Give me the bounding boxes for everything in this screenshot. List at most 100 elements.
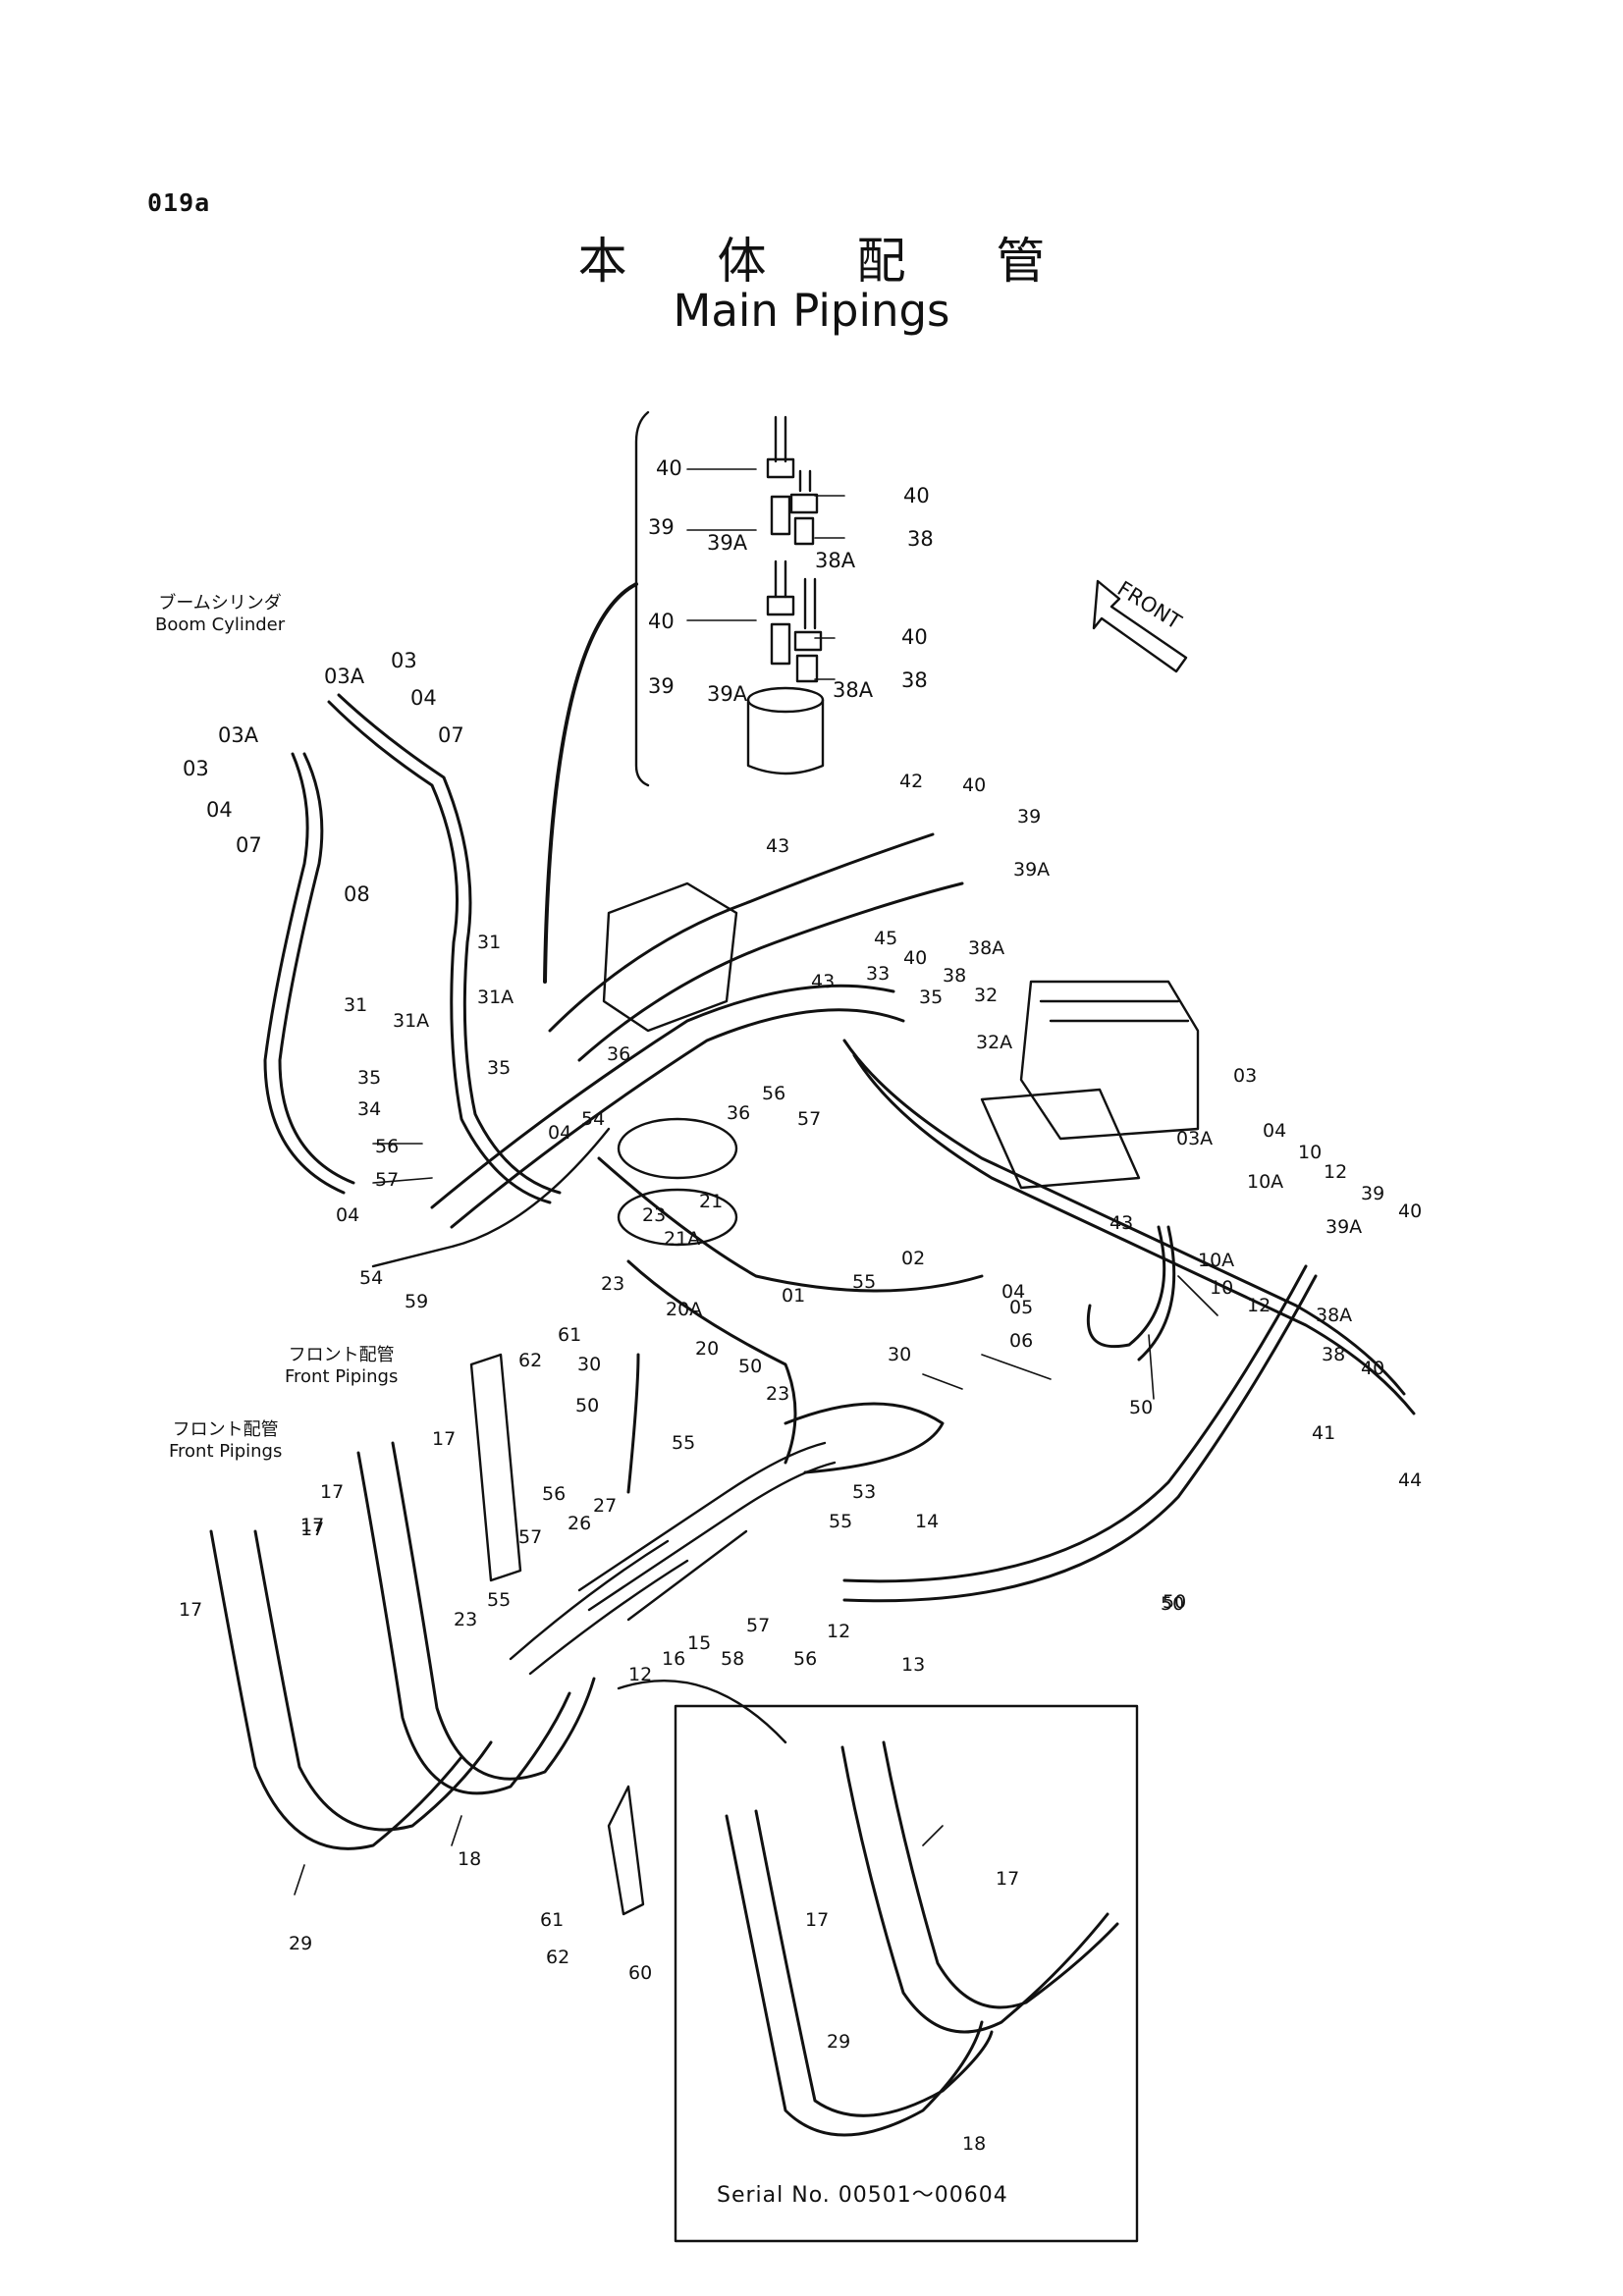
label-44: 44: [1398, 1469, 1422, 1491]
label-20A: 20A: [666, 1299, 702, 1320]
label-62-a: 62: [518, 1350, 542, 1371]
title-english: Main Pipings: [673, 285, 950, 337]
label-30-b: 30: [888, 1344, 911, 1365]
label-60: 60: [628, 1962, 652, 1984]
label-30-a: 30: [577, 1354, 601, 1375]
label-55-d: 55: [487, 1589, 511, 1611]
label-04-c: 04: [548, 1122, 571, 1144]
label-23-b: 23: [601, 1273, 624, 1295]
label-27: 27: [593, 1495, 617, 1517]
label-boom-08: 08: [344, 882, 370, 906]
front-hoses: [209, 1441, 596, 1850]
label-boom-07-b: 07: [438, 723, 464, 747]
label-12-a: 12: [1324, 1161, 1347, 1183]
label-62-b: 62: [546, 1947, 569, 1968]
front-pipings-caption-1-jp: フロント配管: [288, 1345, 395, 1365]
label-boom-07-a: 07: [236, 833, 262, 857]
detail-fittings: [746, 415, 825, 775]
label-17-b: 17: [320, 1481, 344, 1503]
label-12-c: 12: [827, 1621, 850, 1642]
label-54-a: 54: [581, 1108, 605, 1130]
label-boom-04-b: 04: [206, 798, 233, 822]
label-10A-a: 10A: [1247, 1171, 1283, 1193]
label-38A-c: 38A: [968, 937, 1004, 959]
label-04-f: 04: [1263, 1120, 1286, 1142]
label-17-d: 17: [179, 1599, 202, 1621]
serial-note: Serial No. 00501～00604: [717, 2183, 1008, 2208]
label-50-b: 50: [1161, 1593, 1184, 1615]
label-26: 26: [568, 1513, 591, 1534]
label-10-a: 10: [1298, 1142, 1322, 1163]
label-57-a: 57: [797, 1108, 821, 1130]
label-06: 06: [1009, 1330, 1033, 1352]
label-50-e: 50: [1163, 1591, 1186, 1613]
label-55-a: 55: [852, 1271, 876, 1293]
label-61-b: 61: [540, 1909, 564, 1931]
label-detail-39A-b: 39A: [707, 682, 748, 706]
label-53: 53: [852, 1481, 876, 1503]
label-21A: 21A: [664, 1228, 700, 1250]
boom-labels: 03 03A 04 03A 03 04 07 07 08: [183, 649, 464, 906]
label-boom-03-a: 03: [391, 649, 417, 672]
front-pipings-caption-2-en: Front Pipings: [169, 1441, 283, 1462]
label-detail-38-a: 38: [907, 527, 934, 551]
label-32: 32: [974, 985, 998, 1006]
label-23-d: 23: [454, 1609, 477, 1630]
label-02: 02: [901, 1248, 925, 1269]
boom-cylinder-caption: ブームシリンダ Boom Cylinder: [155, 593, 285, 636]
detail-bracket: [634, 410, 650, 787]
label-61-a: 61: [558, 1324, 581, 1346]
label-39-c: 39: [1017, 806, 1041, 828]
lower-labels: 59 61 62 23 30 50 30 50 23 55 53 55 14 1…: [405, 1273, 1186, 1984]
lower-pipes: [371, 1127, 837, 1916]
label-50-c: 50: [575, 1395, 599, 1416]
label-detail-39-a: 39: [648, 515, 675, 539]
label-detail-39-b: 39: [648, 674, 675, 698]
label-inset-18: 18: [962, 2133, 986, 2155]
label-36-b: 36: [727, 1102, 750, 1124]
boom-cylinder-caption-jp: ブームシリンダ: [158, 593, 282, 614]
label-56-a: 56: [762, 1083, 785, 1104]
label-40-h: 40: [1361, 1358, 1384, 1379]
label-13: 13: [901, 1654, 925, 1676]
label-35-c: 35: [919, 987, 943, 1008]
leader-lines: [294, 468, 1218, 1896]
label-21: 21: [699, 1191, 723, 1212]
label-45: 45: [874, 928, 897, 949]
label-03-c: 03: [1233, 1065, 1257, 1087]
boom-hoses: [263, 693, 562, 1204]
label-56-d: 56: [793, 1648, 817, 1670]
label-detail-40-c: 40: [648, 610, 675, 633]
label-59: 59: [405, 1291, 428, 1312]
inset-arrow: [617, 1679, 787, 1744]
label-31A-a: 31A: [477, 987, 514, 1008]
center-labels: 31 31A 31 31A 35 35 34 36 36 56 57 54 04…: [336, 771, 1422, 1615]
label-boom-03A-a: 03A: [324, 665, 365, 688]
front-arrow: [1092, 579, 1188, 673]
label-31-a: 31: [477, 932, 501, 953]
label-39A-d: 39A: [1325, 1216, 1362, 1238]
label-03A-c: 03A: [1176, 1128, 1213, 1149]
detail-labels: 40 39 39A 40 38 38A 40 39 39A 40 38 38A: [648, 456, 934, 706]
label-17-c: 17: [300, 1519, 324, 1540]
label-38-d: 38: [1322, 1344, 1345, 1365]
label-50-a: 50: [1129, 1397, 1153, 1418]
label-04-e: 04: [1001, 1281, 1025, 1303]
label-10-b: 10: [1210, 1277, 1233, 1299]
label-55-b: 55: [672, 1432, 695, 1454]
label-boom-03A-b: 03A: [218, 723, 259, 747]
label-detail-40-b: 40: [903, 484, 930, 507]
label-55-c: 55: [829, 1511, 852, 1532]
front-pipings-caption-1: フロント配管 Front Pipings: [285, 1345, 398, 1388]
label-boom-03-b: 03: [183, 757, 209, 780]
label-16: 16: [662, 1648, 685, 1670]
label-40-g: 40: [1398, 1201, 1422, 1222]
label-36-a: 36: [607, 1043, 630, 1065]
front-pipings-caption-1-en: Front Pipings: [285, 1366, 399, 1387]
label-43-a: 43: [766, 835, 789, 857]
inset-hoses: [725, 1740, 1119, 2137]
label-41: 41: [1312, 1422, 1335, 1444]
label-35-a: 35: [357, 1067, 381, 1089]
label-15: 15: [687, 1632, 711, 1654]
